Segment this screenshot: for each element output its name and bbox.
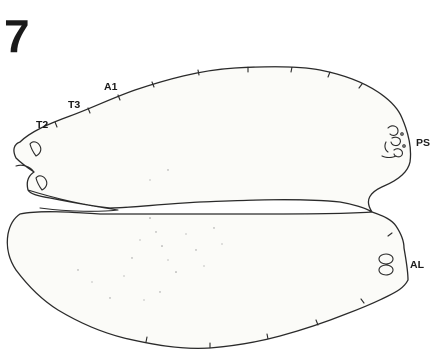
lower-lobe-outline bbox=[7, 212, 408, 349]
label-al: AL bbox=[410, 259, 425, 271]
label-t3: T3 bbox=[68, 99, 80, 111]
label-a1: A1 bbox=[104, 81, 118, 93]
label-t2: T2 bbox=[36, 119, 48, 131]
label-ps: PS bbox=[416, 137, 430, 149]
upper-lobe-outline bbox=[14, 67, 411, 212]
figure-number: 7 bbox=[4, 10, 30, 62]
